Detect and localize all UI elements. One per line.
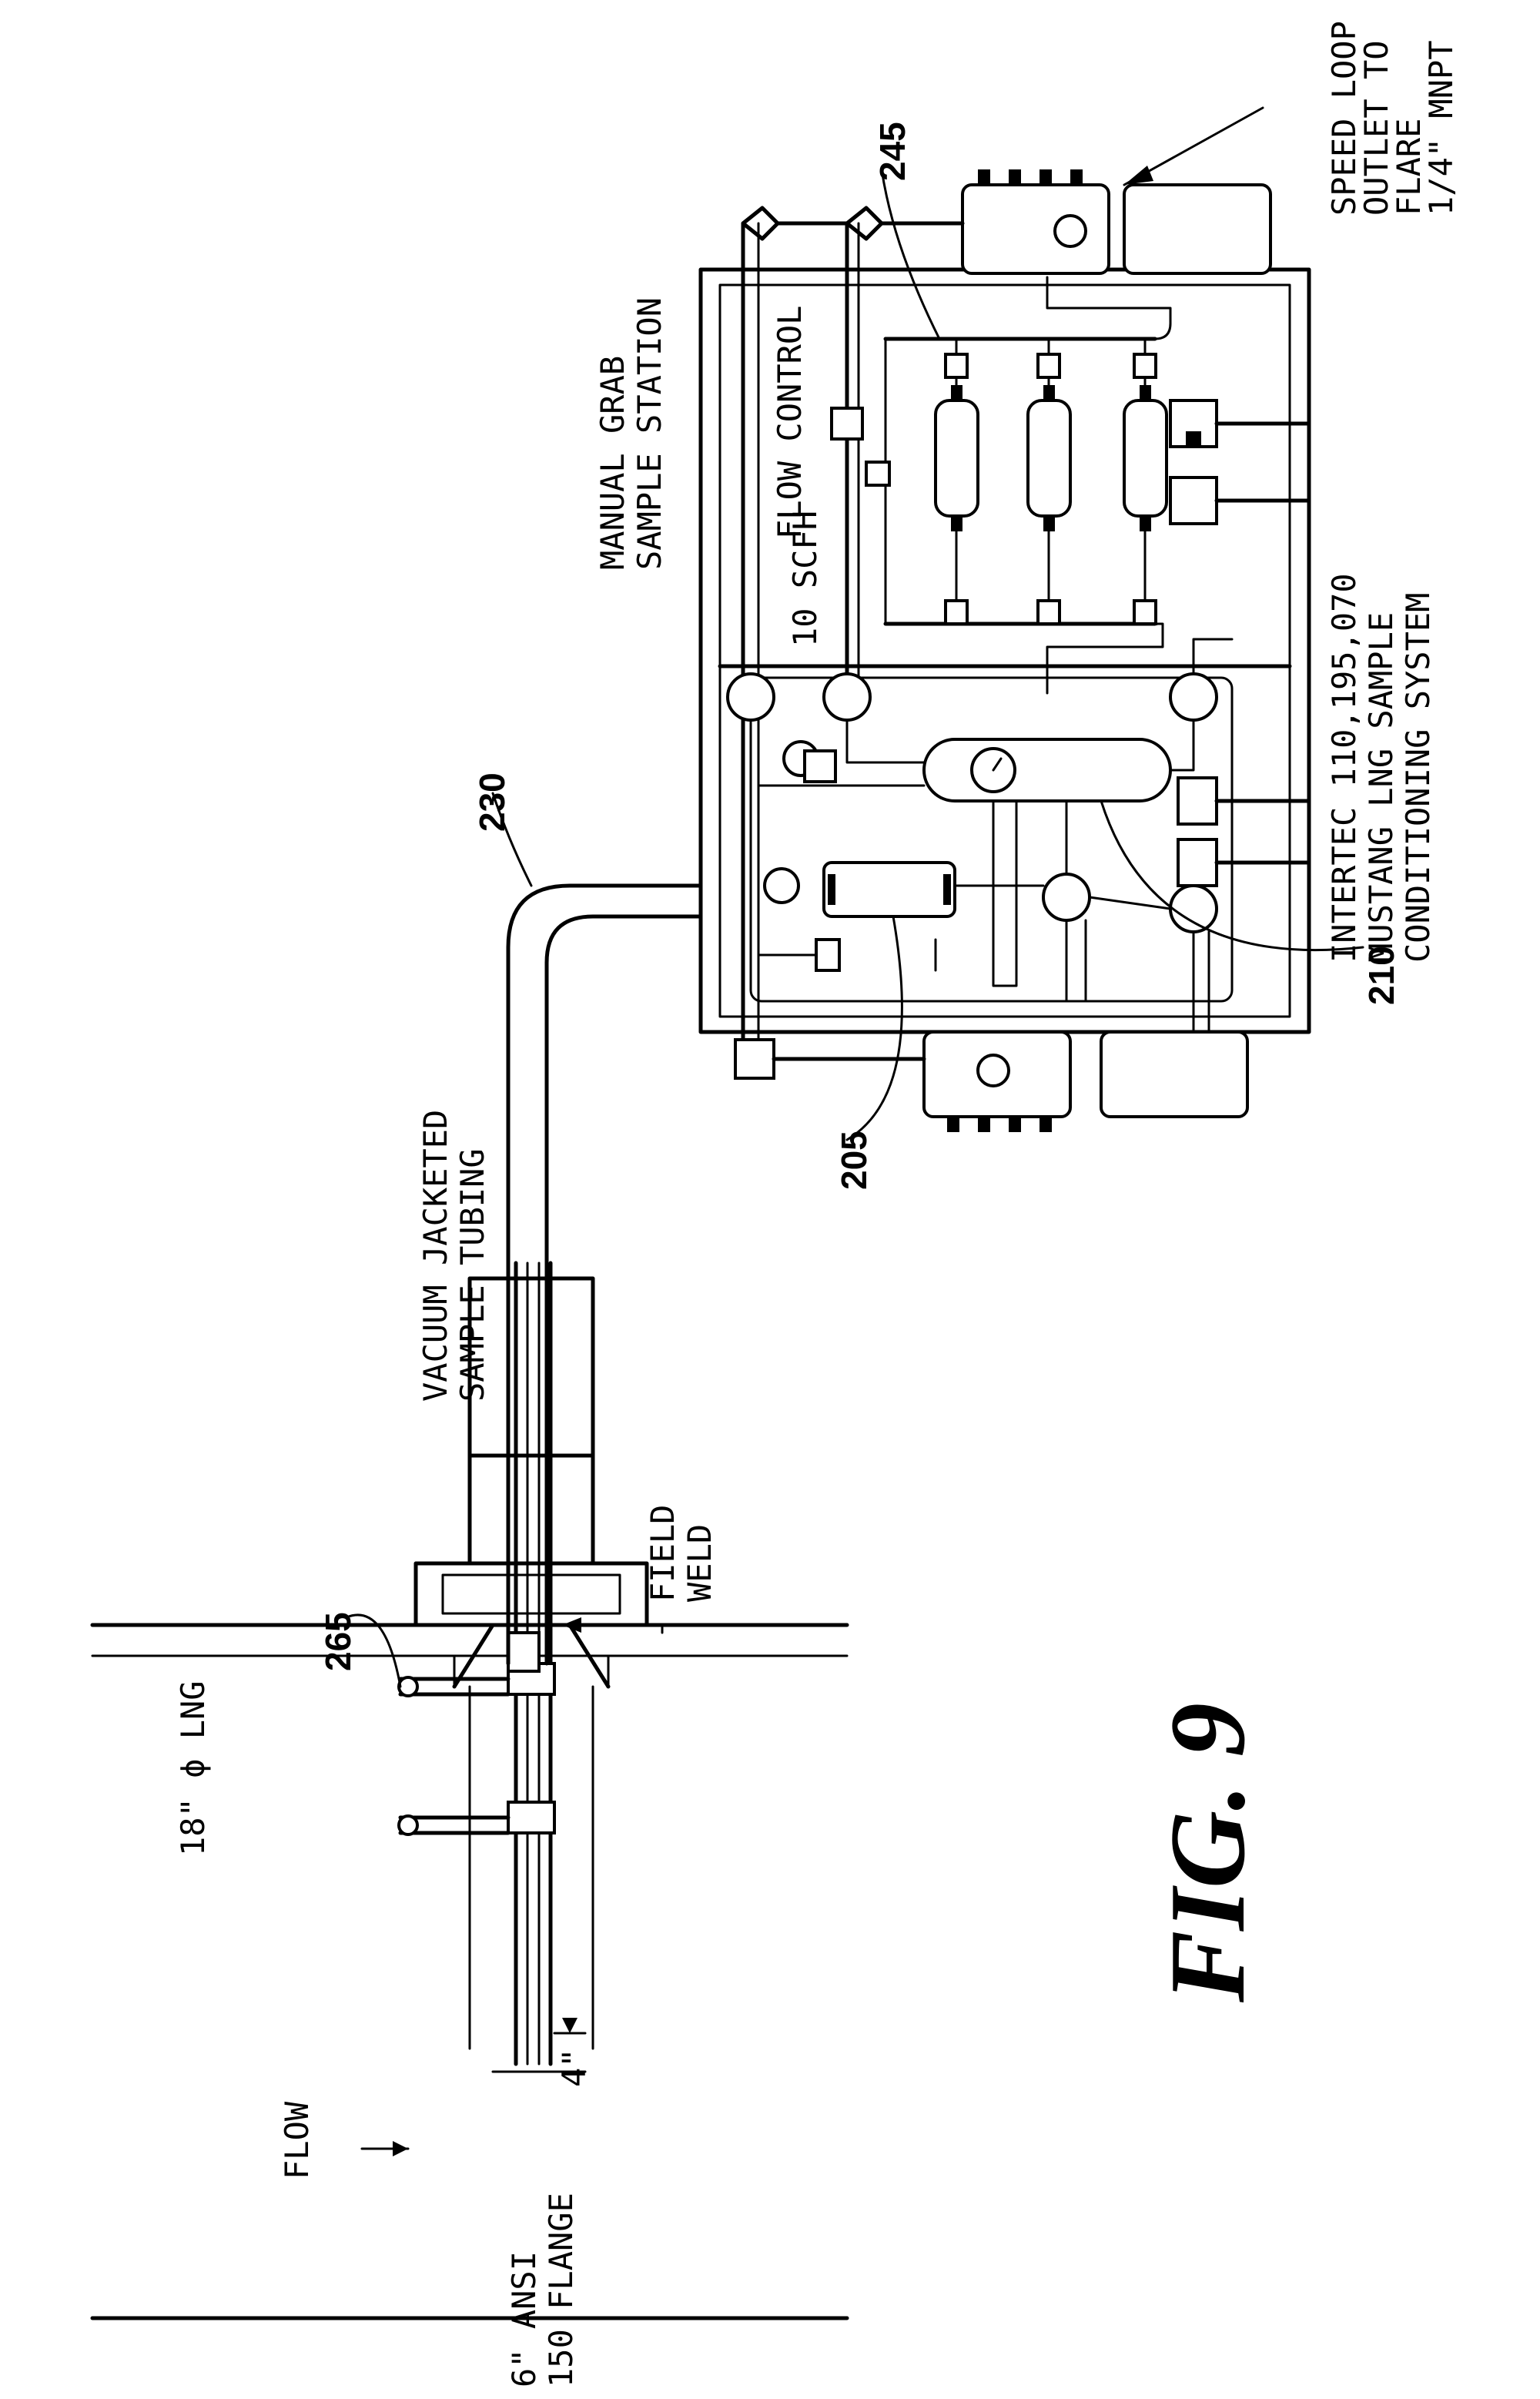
vacuum-label-line1: VACUUM JACKETED — [417, 1110, 454, 1402]
flow-label: FLOW — [278, 2101, 316, 2180]
scfh-label: 10 SCFH — [786, 511, 824, 647]
intertec-label-line1: INTERTEC 110,195,070 — [1325, 573, 1363, 963]
four-inch-label: 4" — [555, 2048, 593, 2087]
ref-210: 210 — [1361, 946, 1401, 1005]
field-weld-label-line2: WELD — [681, 1524, 718, 1602]
flange-label-line2: 150 FLANGE — [542, 2193, 580, 2387]
ref-205: 205 — [834, 1131, 874, 1190]
flow-control-label: FLOW CONTROL — [771, 306, 808, 539]
ref-265: 265 — [318, 1612, 358, 1671]
figure-caption-group: FIG. 9 — [1148, 1703, 1267, 2003]
text-labels: SPEED LOOP OUTLET TO FLARE 1/4" MNPT MAN… — [174, 21, 1460, 2387]
field-weld-label-line1: FIELD — [644, 1505, 681, 1602]
lng-label: 18" ϕ LNG — [174, 1680, 212, 1856]
ref-245: 245 — [872, 122, 912, 181]
enclosure-boxes — [735, 169, 1270, 1132]
intertec-label-line3: CONDITIONING SYSTEM — [1399, 593, 1437, 963]
flange-label-line1: 6" ANSI — [505, 2251, 543, 2387]
intertec-label-line2: MUSTANG LNG SAMPLE — [1362, 612, 1400, 963]
manual-grab-label-line1: MANUAL GRAB — [594, 356, 631, 570]
speed-loop-label-line4: 1/4" MNPT — [1422, 40, 1460, 216]
ref-230: 230 — [472, 772, 512, 832]
figure-caption: FIG. 9 — [1148, 1703, 1267, 2003]
vacuum-label-line2: SAMPLE TUBING — [454, 1148, 491, 1402]
manual-grab-label-line2: SAMPLE STATION — [631, 297, 668, 570]
